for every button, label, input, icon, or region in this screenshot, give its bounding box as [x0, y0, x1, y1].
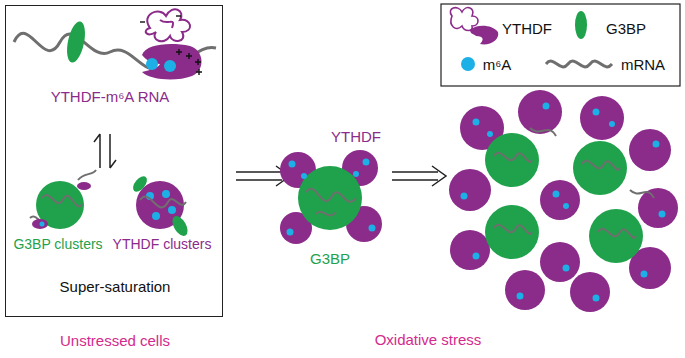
cluster-label: G3BP clusters [13, 236, 102, 253]
legend-text: G3BP [606, 20, 646, 37]
legend-swatch [461, 57, 475, 71]
protein-label: YTHDF [331, 128, 381, 145]
protein-label: G3BP [310, 250, 350, 267]
legend-text: YTHDF [502, 20, 552, 37]
legend-swatch [575, 11, 587, 39]
panel-box: Super-saturationUnstressed cells [5, 5, 223, 317]
condition-label: Unstressed cells [60, 332, 170, 349]
cluster-label: YTHDF clusters [113, 236, 212, 253]
legend-text: mRNA [621, 56, 665, 73]
condition-label: Oxidative stress [375, 331, 482, 348]
complex-label: YTHDF-m⁶A RNA [51, 88, 170, 105]
panel-caption: Super-saturation [60, 278, 171, 295]
legend-text: m⁶A [483, 56, 512, 73]
